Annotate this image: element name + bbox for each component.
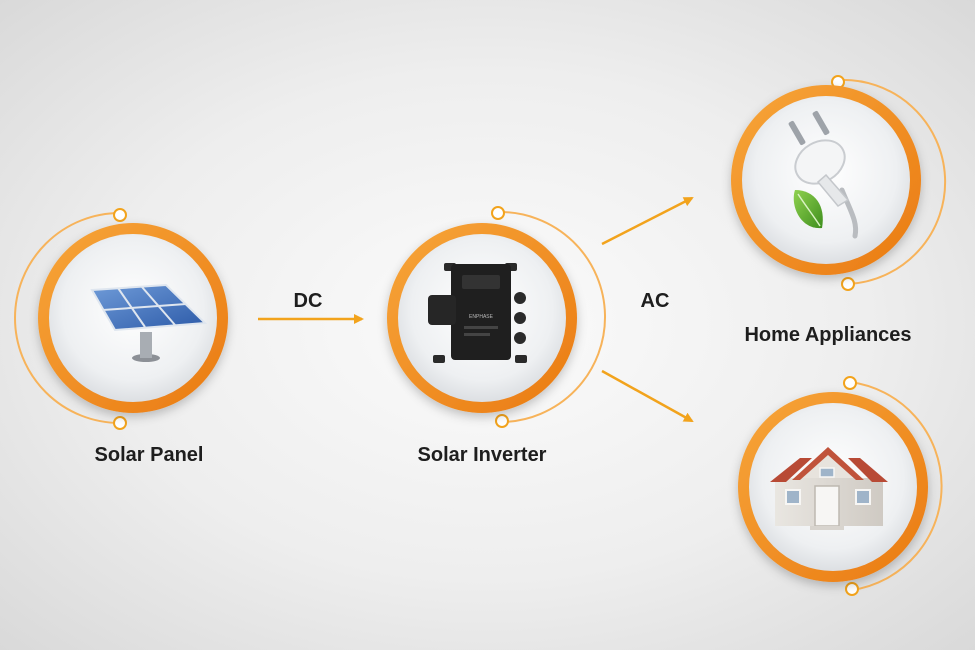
- solar-panel-icon: [90, 283, 208, 362]
- home-appliances-label: Home Appliances: [744, 324, 912, 346]
- node-outer-arc: [849, 381, 943, 591]
- node-arc-endpoint: [495, 414, 509, 428]
- ac-flow-label: AC: [640, 290, 670, 312]
- node-arc-endpoint: [113, 208, 127, 222]
- node-solar-inverter: ENPHASE: [387, 206, 606, 428]
- node-arc-endpoint: [491, 206, 505, 220]
- ac-flow-arrow-appliances: [601, 196, 694, 246]
- inverter-brand-text: ENPHASE: [469, 314, 494, 320]
- solar-panel-label: Solar Panel: [94, 444, 204, 466]
- node-solar-panel: [14, 208, 228, 430]
- house-icon: [770, 447, 888, 530]
- node-arc-endpoint: [841, 277, 855, 291]
- node-arc-endpoint: [113, 416, 127, 430]
- node-outer-arc: [497, 210, 606, 423]
- node-arc-endpoint: [843, 376, 857, 390]
- power-plug-icon: [788, 110, 859, 239]
- node-arc-endpoint: [845, 582, 859, 596]
- inverter-icon: ENPHASE: [428, 263, 527, 363]
- ac-flow-arrow-house: [601, 369, 694, 423]
- node-outer-arc: [837, 78, 947, 285]
- dc-flow-label: DC: [293, 290, 323, 312]
- solar-inverter-label: Solar Inverter: [417, 444, 547, 466]
- node-outer-arc: [14, 212, 121, 424]
- node-house: [738, 376, 943, 596]
- node-home-appliances: [731, 75, 947, 291]
